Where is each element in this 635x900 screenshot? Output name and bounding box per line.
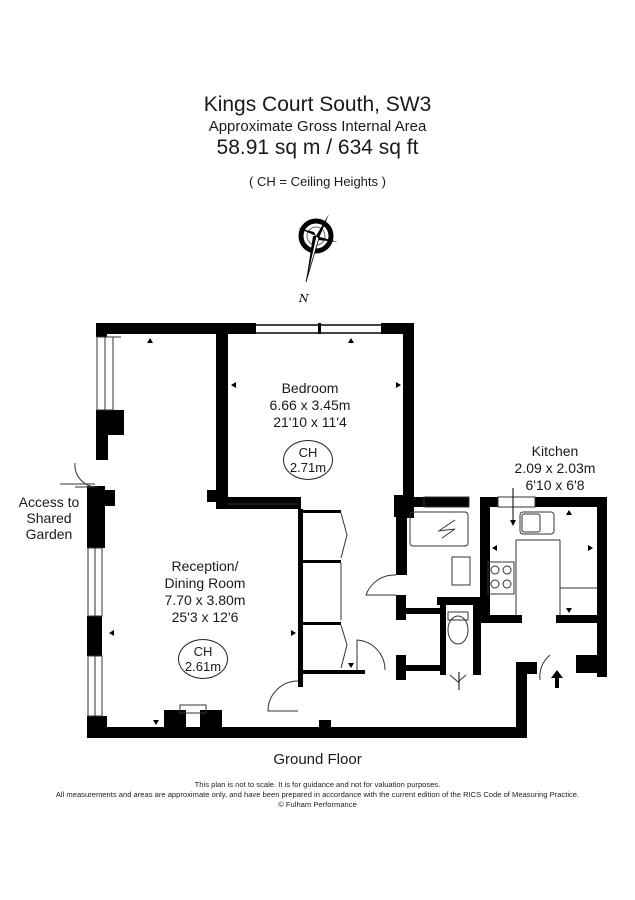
room-label-bedroom: Bedroom 6.66 x 3.45m 21'10 x 11'4 [250,380,370,431]
room-imperial: 6'10 x 6'8 [525,477,585,493]
room-imperial: 21'10 x 11'4 [273,414,347,430]
access-shared-garden-label: Access to Shared Garden [18,494,80,542]
room-metric: 7.70 x 3.80m [164,592,246,608]
room-name-2: Dining Room [164,575,246,591]
gross-internal-area: 58.91 sq m / 634 sq ft [216,136,419,159]
plan-header: Kings Court South, SW3 Approximate Gross… [0,92,635,189]
room-name: Reception/ [171,558,239,574]
room-name: Kitchen [531,443,579,459]
ceiling-height-reception: CH 2.61m [178,639,228,679]
room-name: Bedroom [281,380,339,396]
room-metric: 2.09 x 2.03m [514,460,596,476]
room-metric: 6.66 x 3.45m [269,397,351,413]
room-imperial: 25'3 x 12'6 [171,609,239,625]
floor-label: Ground Floor [273,751,362,768]
ceiling-height-note: ( CH = Ceiling Heights ) [249,174,386,189]
compass-rose-icon: N [298,214,338,305]
property-title: Kings Court South, SW3 [203,93,432,116]
room-label-reception: Reception/ Dining Room 7.70 x 3.80m 25'3… [145,558,265,626]
area-subtitle: Approximate Gross Internal Area [208,118,427,135]
svg-text:N: N [298,292,309,305]
room-label-kitchen: Kitchen 2.09 x 2.03m 6'10 x 6'8 [500,443,610,494]
disclaimer: This plan is not to scale. It is for gui… [55,780,580,809]
ceiling-height-bedroom: CH 2.71m [283,440,333,480]
